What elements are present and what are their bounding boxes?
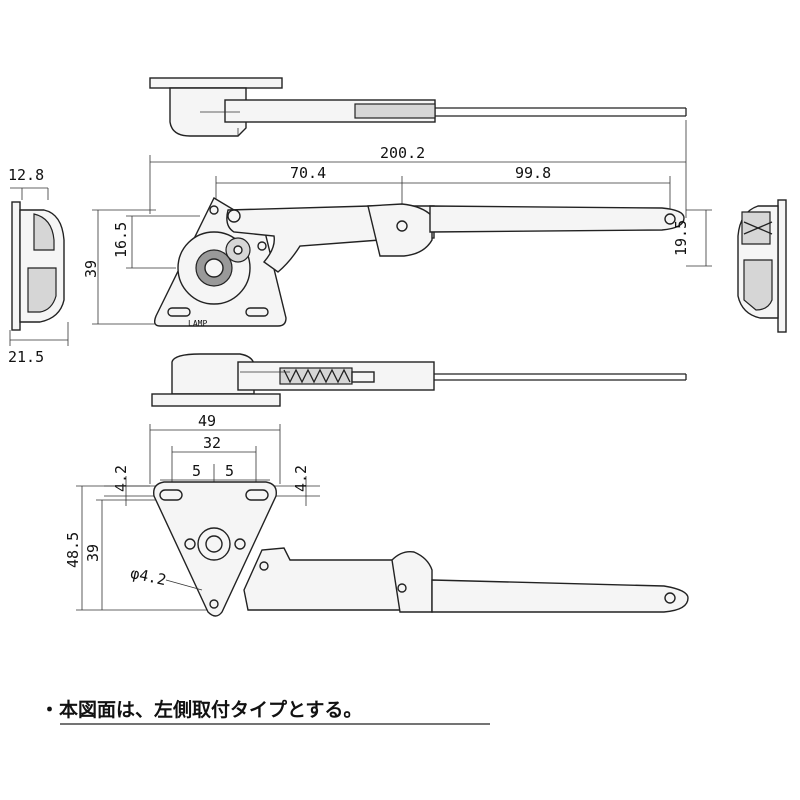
dim-label-4-2-right: 4.2 bbox=[292, 465, 310, 492]
side-plate-left bbox=[11, 201, 21, 331]
dim-label-39-bottom: 39 bbox=[84, 544, 102, 562]
side-plate-right bbox=[777, 199, 787, 333]
top-view-lower bbox=[151, 353, 687, 407]
bottom-slot-right bbox=[245, 489, 269, 501]
lower-arm-body bbox=[237, 361, 435, 391]
drawing-note: ・本図面は、左側取付タイプとする。 bbox=[40, 698, 490, 725]
front-view: LAMP 39 16.5 19.5 bbox=[82, 197, 712, 328]
note-text: ・本図面は、左側取付タイプとする。 bbox=[40, 698, 362, 721]
bottom-arm-body bbox=[243, 547, 411, 611]
dim-label-49: 49 bbox=[198, 412, 216, 430]
dim-label-5-left: 5 bbox=[192, 462, 201, 480]
dim-segment-lengths: 70.4 99.8 bbox=[215, 164, 671, 240]
top-mount-plate bbox=[149, 77, 283, 89]
bottom-view: 49 32 5 5 4.2 4.2 48.5 39 φ4.2 bbox=[64, 412, 689, 617]
dim-label-5-right: 5 bbox=[225, 462, 234, 480]
dim-label-19-5: 19.5 bbox=[672, 220, 690, 256]
dim-label-70-4: 70.4 bbox=[290, 164, 326, 182]
top-slider bbox=[354, 103, 436, 119]
front-slot-right bbox=[245, 307, 269, 317]
top-view-upper bbox=[149, 77, 687, 137]
front-long-arm bbox=[429, 205, 685, 233]
maker-stamp: LAMP bbox=[188, 319, 207, 328]
lower-mount-plate bbox=[151, 393, 281, 407]
left-side-view: 12.8 21.5 bbox=[8, 166, 69, 366]
dim-label-48-5: 48.5 bbox=[64, 532, 82, 568]
dim-label-200-2: 200.2 bbox=[380, 144, 425, 162]
dim-label-39-front: 39 bbox=[82, 260, 100, 278]
dim-label-16-5: 16.5 bbox=[112, 222, 130, 258]
dim-overall-length: 200.2 bbox=[149, 120, 687, 218]
dim-label-21-5: 21.5 bbox=[8, 348, 44, 366]
dim-label-32: 32 bbox=[203, 434, 221, 452]
dim-label-12-8: 12.8 bbox=[8, 166, 44, 184]
front-slot-left bbox=[167, 307, 191, 317]
dim-label-99-8: 99.8 bbox=[515, 164, 551, 182]
bottom-slot-left bbox=[159, 489, 183, 501]
bottom-long-arm bbox=[431, 579, 689, 613]
dim-label-4-2-left: 4.2 bbox=[112, 465, 130, 492]
right-side-view bbox=[737, 199, 787, 333]
dim-label-hole-diameter: φ4.2 bbox=[129, 564, 168, 589]
